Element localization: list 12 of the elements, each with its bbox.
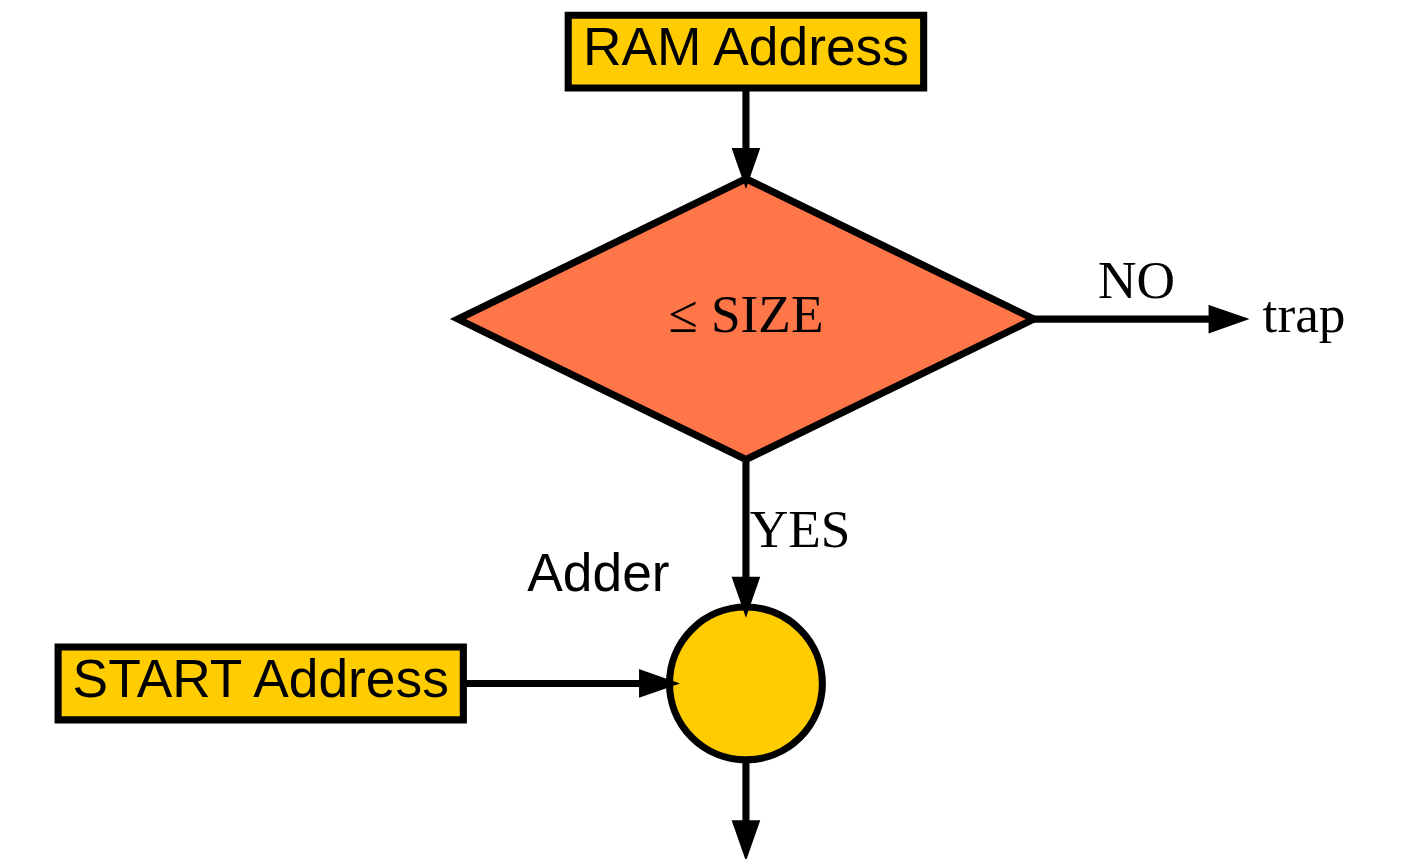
node-circle	[665, 603, 826, 764]
node-label: Adder	[527, 543, 670, 603]
arrow	[1033, 304, 1250, 334]
arrow	[731, 459, 761, 618]
node-box: START Address	[54, 643, 467, 724]
node-box: RAM Address	[564, 11, 928, 92]
arrow	[463, 669, 681, 698]
edge-label: YES	[749, 498, 851, 559]
node-text: trap	[1262, 284, 1346, 345]
arrow	[731, 88, 761, 189]
arrow	[731, 760, 761, 859]
edge-label: NO	[1098, 249, 1175, 310]
